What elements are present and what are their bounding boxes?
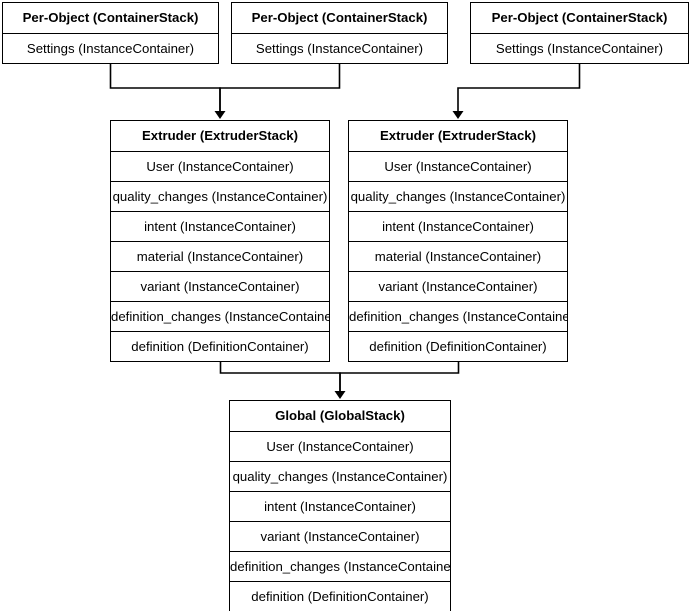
node-row[interactable]: intent (InstanceContainer)	[230, 491, 450, 521]
node-row[interactable]: variant (InstanceContainer)	[111, 271, 329, 301]
edge-extruder-2-to-global	[339, 360, 460, 392]
node-extruder-1[interactable]: Extruder (ExtruderStack) User (InstanceCo…	[110, 120, 330, 362]
node-header-per-object-1: Per-Object (ContainerStack)	[22, 10, 199, 25]
node-row[interactable]: User (InstanceContainer)	[230, 431, 450, 461]
node-row[interactable]: quality_changes (InstanceContainer)	[349, 181, 567, 211]
node-row[interactable]: definition (DefinitionContainer)	[349, 331, 567, 361]
node-per-object-1[interactable]: Per-Object (ContainerStack) Settings (Ins…	[2, 2, 219, 64]
edge-per-object-2-to-extruder-1	[219, 62, 341, 112]
node-extruder-2[interactable]: Extruder (ExtruderStack) User (InstanceCo…	[348, 120, 568, 362]
node-row[interactable]: material (InstanceContainer)	[111, 241, 329, 271]
node-per-object-2[interactable]: Per-Object (ContainerStack) Settings (Ins…	[231, 2, 448, 64]
arrow-global-head-icon	[334, 391, 346, 399]
node-header-extruder-2: Extruder (ExtruderStack)	[379, 128, 537, 143]
arrow-extruder-1-head-icon	[214, 111, 226, 119]
node-row[interactable]: User (InstanceContainer)	[111, 151, 329, 181]
node-row[interactable]: Settings (InstanceContainer)	[3, 33, 218, 63]
node-row[interactable]: User (InstanceContainer)	[349, 151, 567, 181]
node-row[interactable]: Settings (InstanceContainer)	[471, 33, 688, 63]
node-row[interactable]: quality_changes (InstanceContainer)	[230, 461, 450, 491]
node-per-object-3[interactable]: Per-Object (ContainerStack) Settings (Ins…	[470, 2, 689, 64]
node-row[interactable]: variant (InstanceContainer)	[349, 271, 567, 301]
node-row[interactable]: material (InstanceContainer)	[349, 241, 567, 271]
node-row[interactable]: intent (InstanceContainer)	[349, 211, 567, 241]
node-row[interactable]: intent (InstanceContainer)	[111, 211, 329, 241]
node-header-extruder-1: Extruder (ExtruderStack)	[141, 128, 299, 143]
node-header-per-object-2: Per-Object (ContainerStack)	[251, 10, 428, 25]
edge-extruder-1-to-global	[219, 360, 341, 392]
arrow-extruder-2-head-icon	[452, 111, 464, 119]
node-row[interactable]: definition_changes (InstanceContainer)	[111, 301, 329, 331]
node-row[interactable]: definition (DefinitionContainer)	[230, 581, 450, 611]
edge-per-object-1-to-extruder-1	[109, 62, 221, 112]
node-row[interactable]: quality_changes (InstanceContainer)	[111, 181, 329, 211]
node-header-per-object-3: Per-Object (ContainerStack)	[491, 10, 668, 25]
node-row[interactable]: variant (InstanceContainer)	[230, 521, 450, 551]
node-header-global: Global (GlobalStack)	[275, 408, 405, 423]
node-row[interactable]: definition_changes (InstanceContainer)	[349, 301, 567, 331]
node-row[interactable]: definition (DefinitionContainer)	[111, 331, 329, 361]
node-row[interactable]: definition_changes (InstanceContainer)	[230, 551, 450, 581]
edge-per-object-3-to-extruder-2	[457, 62, 581, 112]
node-global[interactable]: Global (GlobalStack) User (InstanceContai…	[229, 400, 451, 611]
node-row[interactable]: Settings (InstanceContainer)	[232, 33, 447, 63]
